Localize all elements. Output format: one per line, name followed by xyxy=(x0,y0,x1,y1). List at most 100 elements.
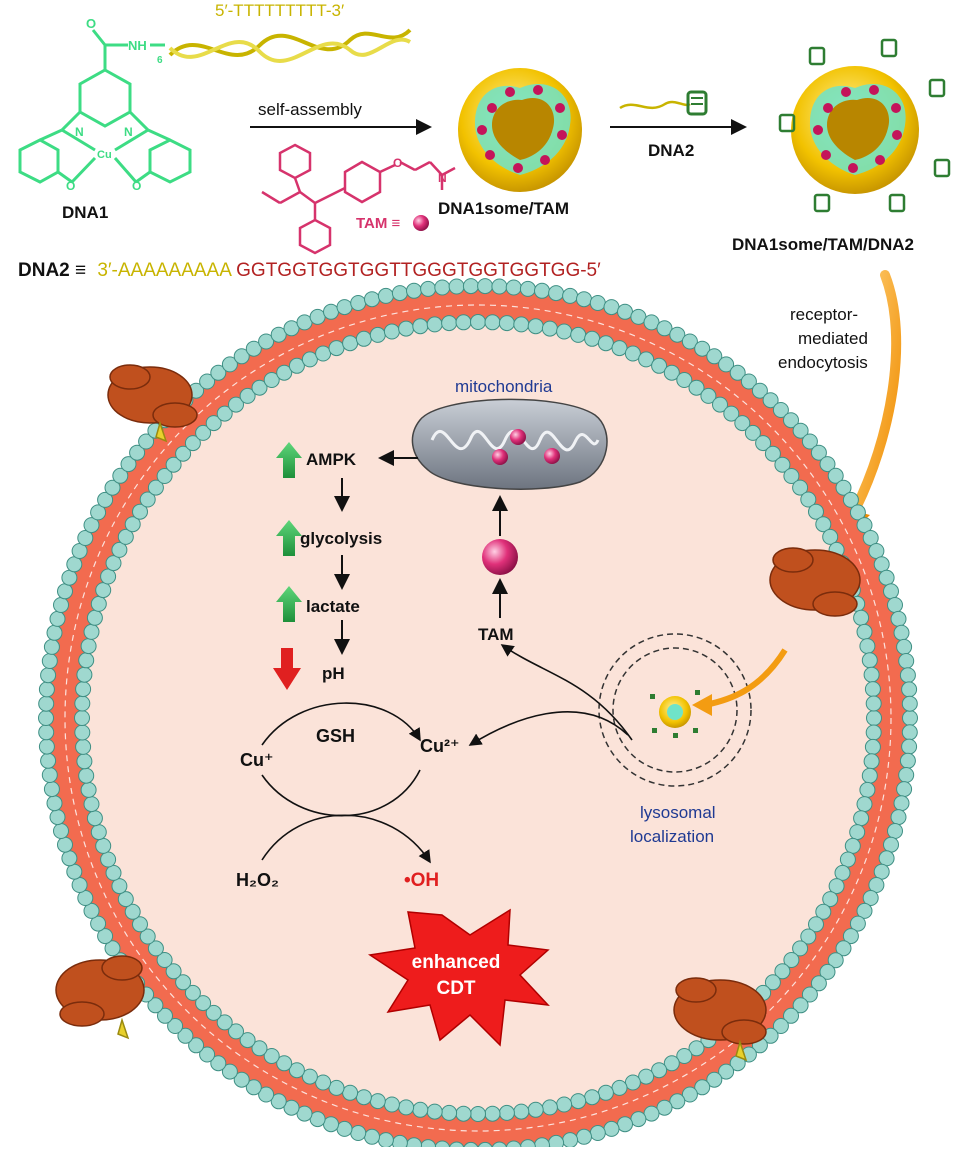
up-arrow-icon xyxy=(276,520,302,556)
lipid-head xyxy=(810,975,827,992)
lipid-head xyxy=(76,753,93,770)
lipid-head xyxy=(239,387,256,404)
lipid-head xyxy=(38,710,54,726)
lipid-head xyxy=(263,372,280,388)
lipid-head xyxy=(828,878,845,895)
lipid-head xyxy=(617,1116,633,1133)
lipid-head xyxy=(783,468,800,484)
lipid-head xyxy=(195,995,212,1012)
lipid-head xyxy=(117,528,134,545)
lipid-head xyxy=(296,1105,313,1122)
receptor-protein xyxy=(55,955,145,1040)
lipid-head xyxy=(887,597,903,613)
lipid-head xyxy=(167,1018,184,1034)
lipid-head xyxy=(527,1101,544,1118)
lipid-head xyxy=(901,724,918,741)
lipid-head xyxy=(755,435,772,452)
lipid-head xyxy=(853,609,870,626)
lipid-head xyxy=(890,809,907,826)
lipid-head xyxy=(53,823,69,839)
lipid-head xyxy=(669,1093,686,1110)
lipid-head xyxy=(270,326,287,343)
down-arrow-icon xyxy=(273,648,301,690)
lipid-head xyxy=(856,623,873,640)
lipid-head xyxy=(866,710,882,726)
endocytosed-vesicle-arrow xyxy=(704,648,788,708)
lipid-head xyxy=(355,1089,372,1106)
h2o2-label: H₂O₂ xyxy=(236,870,279,890)
cu-2plus-label: Cu²⁺ xyxy=(420,736,460,756)
lipid-head xyxy=(276,364,293,381)
lipid-head xyxy=(195,424,212,441)
lipid-head xyxy=(184,435,201,452)
lipid-head xyxy=(584,1089,601,1106)
lipid-head xyxy=(808,503,824,520)
lipid-head xyxy=(157,1007,173,1024)
ph-label: pH xyxy=(322,664,345,683)
mitochondria-icon xyxy=(411,398,608,490)
lipid-head xyxy=(66,556,83,573)
dna1-n-right: N xyxy=(124,125,133,139)
lipid-head xyxy=(147,940,164,957)
receptor-proteins xyxy=(55,364,861,1062)
lipid-heads-inner xyxy=(74,314,882,1122)
lipid-head xyxy=(774,963,791,980)
lipid-head xyxy=(377,1132,394,1149)
lipid-head xyxy=(819,456,836,473)
lipid-head xyxy=(406,282,422,299)
lipid-head xyxy=(412,1101,429,1118)
lipid-head xyxy=(827,467,844,484)
dna1-chemical-structure xyxy=(18,29,192,184)
dna1-linker-subscript: 6 xyxy=(157,55,163,66)
lysosome-label-line2: localization xyxy=(630,827,714,846)
lipid-head xyxy=(694,1079,711,1096)
lipid-head xyxy=(86,609,103,626)
lipid-head xyxy=(861,652,878,669)
lipid-head xyxy=(878,850,895,867)
lipid-head xyxy=(57,583,73,600)
dna1some-tam-dna2-label: DNA1some/TAM/DNA2 xyxy=(732,235,914,254)
lipid-head xyxy=(901,681,918,698)
lipid-head xyxy=(301,351,318,368)
lipid-head xyxy=(898,653,915,669)
lipid-head xyxy=(541,1099,558,1116)
lipid-head xyxy=(764,445,781,462)
lipid-head xyxy=(772,402,789,418)
lipid-head xyxy=(902,710,918,726)
lipid-head xyxy=(61,850,78,867)
lipid-head xyxy=(890,610,907,627)
lipid-head xyxy=(792,422,809,439)
tam-n-atom: N xyxy=(438,171,447,185)
dna2-definition: DNA2 ≡ 3′-AAAAAAAAA GGTGGTGGTGGTTGGGTGGT… xyxy=(18,260,601,281)
lipid-head xyxy=(205,1004,222,1021)
lipid-head xyxy=(853,810,870,827)
lipid-head xyxy=(556,1096,573,1113)
dna2-strand-icon xyxy=(619,90,708,116)
lipid-head xyxy=(336,299,353,316)
lipid-head xyxy=(643,314,660,331)
lipid-head xyxy=(38,695,55,712)
lipid-head xyxy=(323,303,339,320)
lipid-head xyxy=(210,364,227,381)
lipid-head xyxy=(576,1128,592,1145)
lipid-head xyxy=(75,738,92,755)
lipid-head xyxy=(328,340,345,357)
dna2-arrow-label: DNA2 xyxy=(648,141,694,160)
lipid-head xyxy=(75,681,92,698)
lipid-head xyxy=(859,638,876,655)
lipid-head xyxy=(216,405,233,422)
lipid-head xyxy=(315,1074,332,1091)
lipid-head xyxy=(288,1062,305,1079)
lipid-head xyxy=(90,915,107,932)
lipid-head xyxy=(772,1018,789,1034)
lipid-head xyxy=(462,278,479,295)
lipid-head xyxy=(883,583,899,600)
cell xyxy=(38,278,918,1152)
lipid-head xyxy=(863,666,880,683)
dna2-definition-prefix: DNA2 ≡ xyxy=(18,260,86,281)
dna1some-tam-dna2-vesicle-icon xyxy=(778,38,951,213)
ampk-label: AMPK xyxy=(306,450,357,469)
receptor-protein xyxy=(769,547,861,617)
lipid-head xyxy=(342,335,359,352)
lipid-head xyxy=(865,724,882,741)
